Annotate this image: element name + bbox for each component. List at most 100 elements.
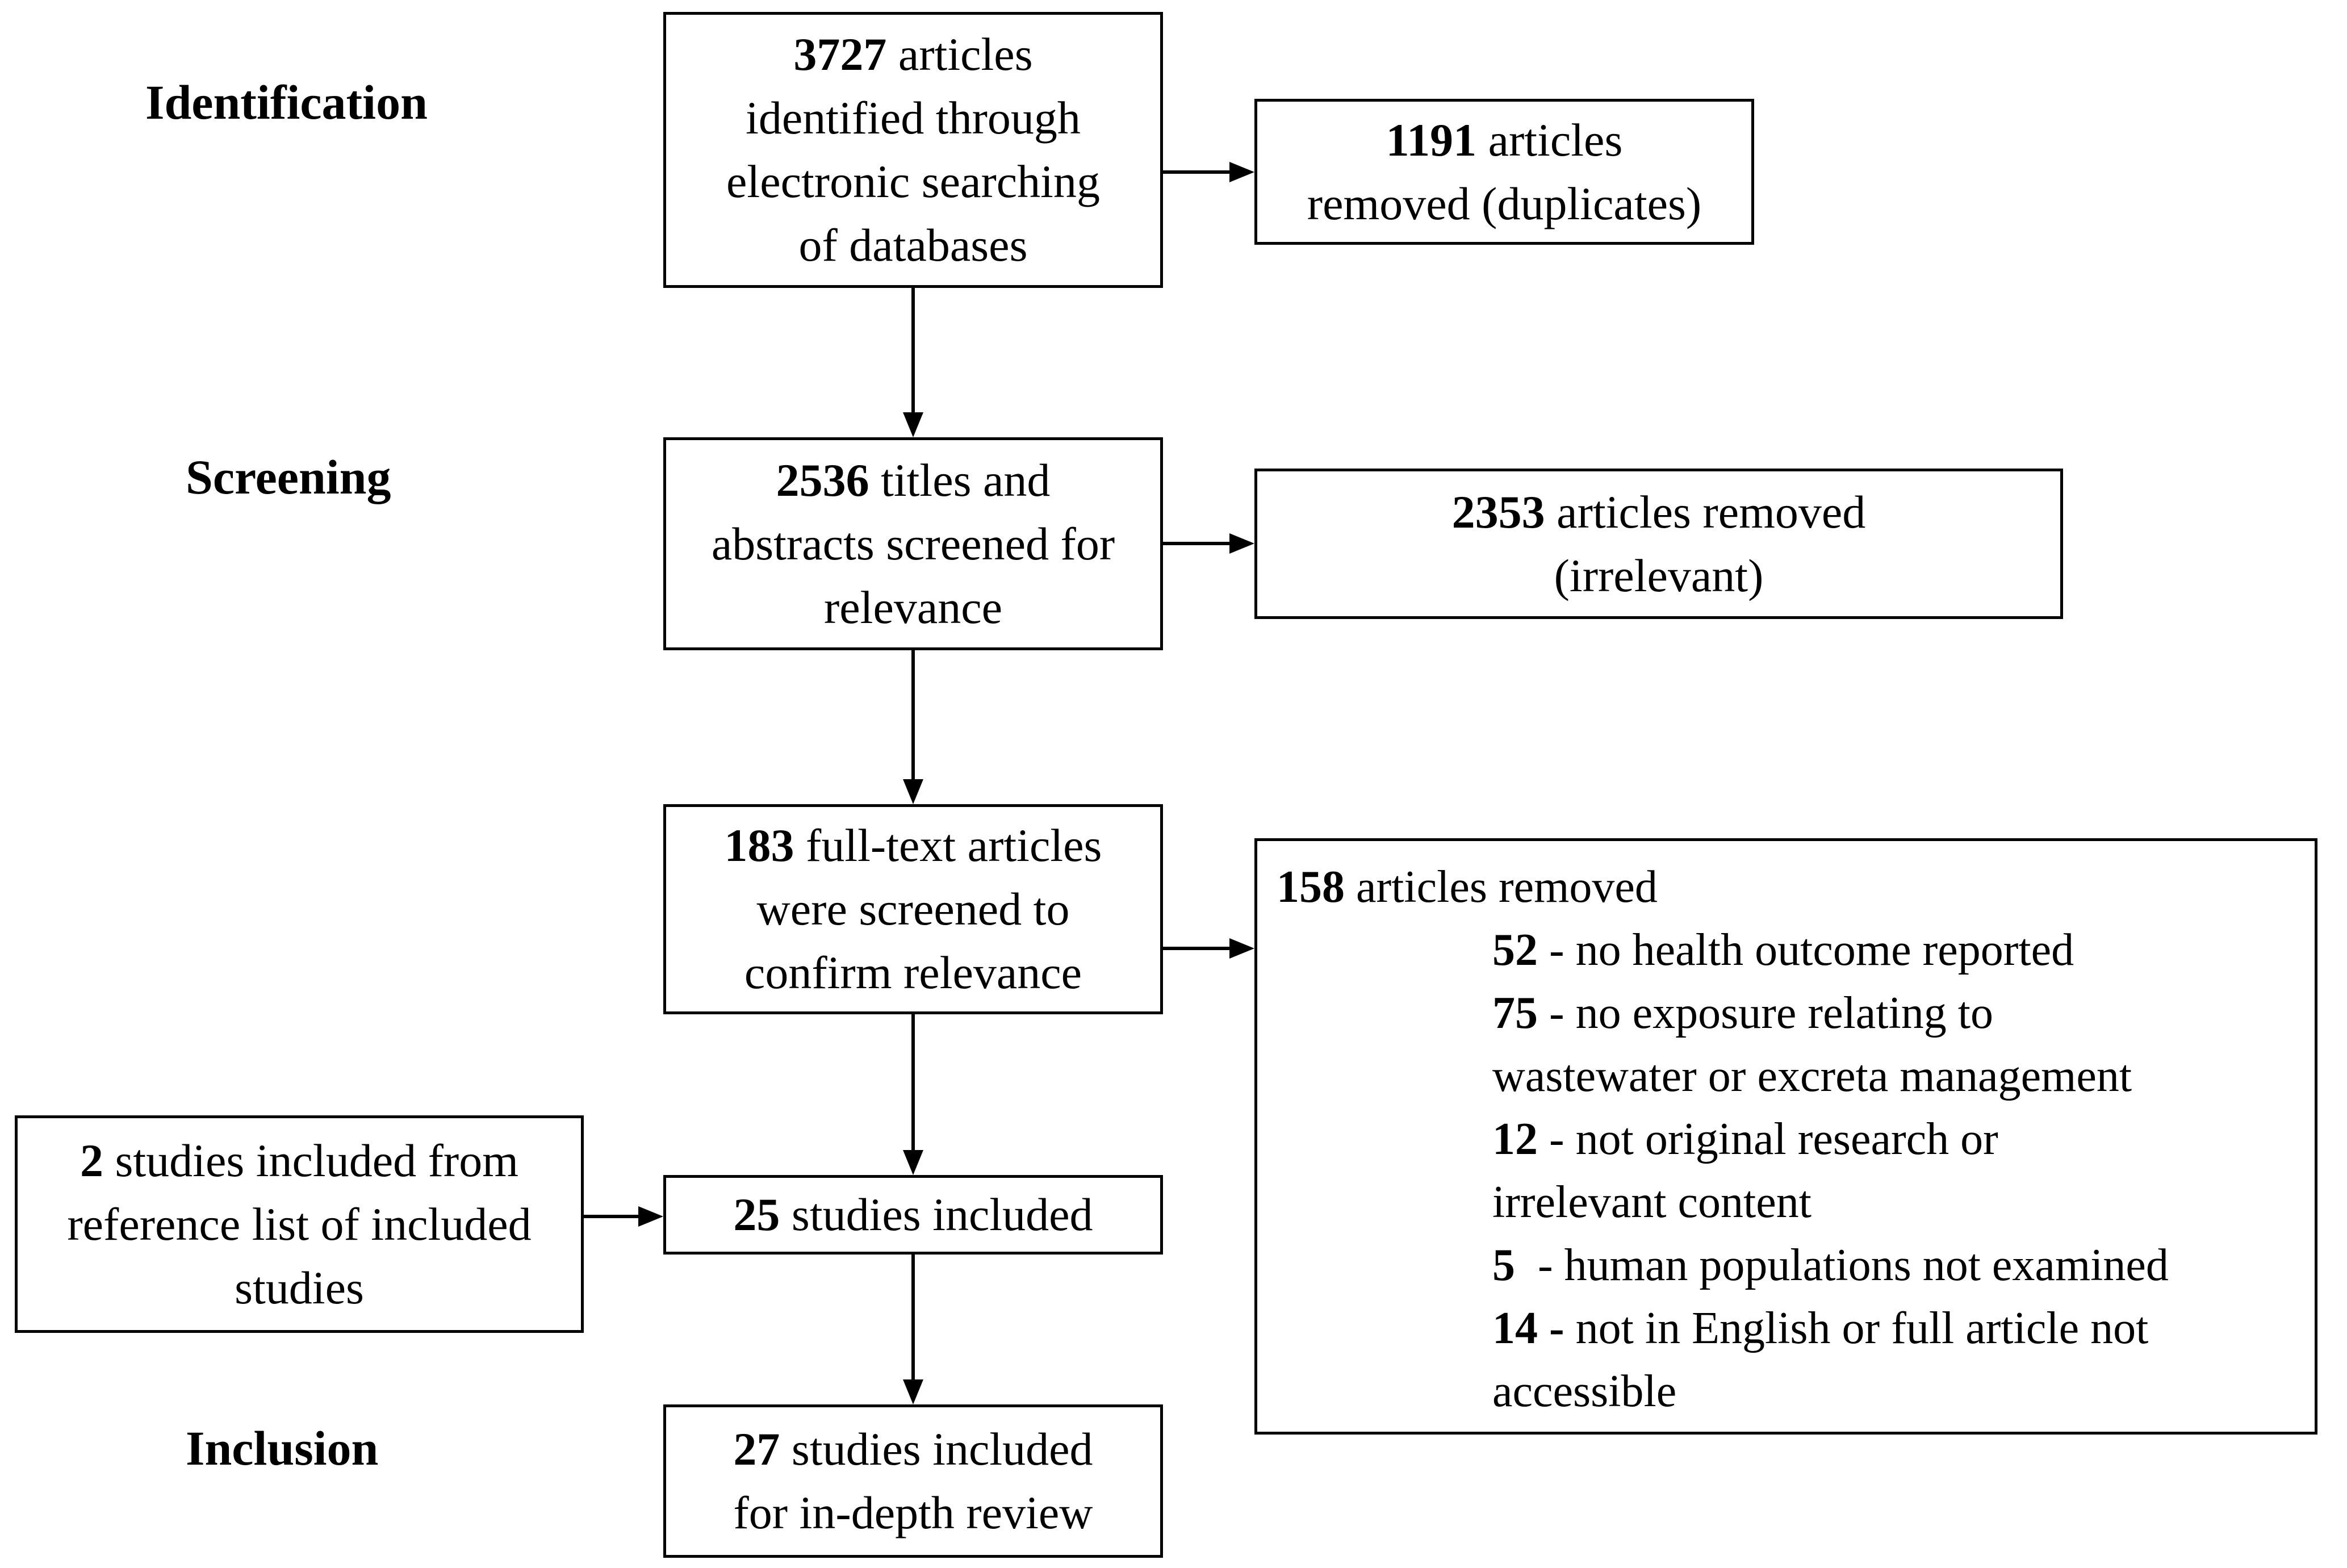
box-line: 2353 articles removed [1452,480,1866,544]
arrow-down-icon [903,779,923,804]
identified-articles-box: 3727 articles identified through electroni… [663,12,1163,288]
box-line: for in-depth review [734,1481,1093,1545]
box-line: reference list of included [67,1193,531,1256]
box-line: 2 studies included from [80,1129,518,1193]
box-count-number: 75 [1492,988,1538,1038]
box-text: articles [886,28,1033,80]
box-count-number: 183 [724,819,794,871]
box-text: studies included [780,1189,1093,1240]
box-line: 14 - not in English or full article not [1277,1297,2148,1360]
box-text: studies [235,1261,364,1314]
arrow-right-icon [1229,533,1254,554]
box-count-number: 2353 [1451,486,1545,538]
arrow-identified-to-duplicates-shaft [1163,170,1229,174]
box-line: 183 full-text articles [725,814,1102,877]
stage-label-inclusion: Inclusion [186,1421,379,1475]
box-line: of databases [799,214,1028,277]
box-text: accessible [1492,1366,1677,1416]
box-line: 25 studies included [733,1183,1093,1247]
box-count-number: 2 [80,1134,103,1186]
box-count-number: 27 [733,1423,780,1475]
box-text: not in English or full article not [1564,1303,2149,1353]
box-line: 12 - not original research or [1277,1108,1998,1171]
box-text: articles removed [1545,486,1866,538]
box-text: wastewater or excreta management [1492,1051,2132,1101]
box-text: studies included from [103,1134,519,1186]
box-line: 2536 titles and [776,449,1051,512]
box-text: titles and [869,454,1051,506]
box-text: relevance [823,581,1003,633]
arrow-right-icon [1229,162,1254,182]
arrow-fulltext-to-included25-shaft [911,1014,915,1150]
box-count-number: 158 [1277,862,1345,912]
arrow-reference-to-included25-shaft [584,1215,638,1218]
box-line: (irrelevant) [1554,544,1764,608]
box-text: - not original research or [1538,1114,1998,1164]
box-line: 5 - human populations not examined [1277,1234,2169,1297]
box-text: studies included [780,1423,1093,1475]
box-line: abstracts screened for [712,512,1115,576]
arrow-identified-to-screened-shaft [911,287,915,413]
box-line: confirm relevance [744,941,1082,1005]
arrow-screened-to-fulltext-shaft [911,650,915,779]
box-count-number: 25 [733,1189,780,1240]
box-count-number: 5 [1492,1240,1515,1290]
stage-label-identification: Identification [145,75,428,129]
box-line: accessible [1277,1360,1676,1423]
box-line: electronic searching [726,150,1100,214]
box-text: abstracts screened for [711,517,1115,570]
box-count-number: 1191 [1386,114,1477,166]
box-line: 75 - no exposure relating to [1277,982,1993,1045]
box-text: of databases [798,219,1028,271]
studies-included-box: 25 studies included [663,1175,1163,1255]
arrow-down-icon [903,1379,923,1404]
box-text: - no health outcome reported [1538,925,2074,975]
box-line: 158 articles removed [1277,856,1658,919]
box-count-number: 52 [1492,925,1538,975]
box-text: (irrelevant) [1554,549,1764,601]
box-text: removed (duplicates) [1307,177,1702,229]
arrow-right-icon [1229,938,1254,959]
arrow-included25-to-included27-shaft [911,1255,915,1379]
box-line: 1191 articles [1386,108,1623,172]
box-text: for in-depth review [733,1487,1093,1538]
arrow-right-icon [638,1206,663,1227]
box-line: irrelevant content [1277,1171,1812,1234]
arrow-fulltext-to-removed-shaft [1163,947,1229,950]
box-line: were screened to [757,877,1070,941]
box-text: identified through [746,92,1081,144]
box-text: electronic searching [726,156,1100,207]
box-text: were screened to [756,883,1070,935]
box-text: - no exposure relating to [1538,988,1993,1038]
box-count-number: 3727 [793,28,887,80]
box-text: irrelevant content [1492,1177,1812,1227]
studies-in-depth-review-box: 27 studies included for in-depth review [663,1404,1163,1558]
box-text: articles removed [1345,862,1658,912]
box-line: 27 studies included [733,1418,1093,1481]
box-text: - human populations not examined [1515,1240,2169,1290]
box-line: studies [235,1256,364,1320]
box-count-number: 12 [1492,1114,1538,1164]
arrow-down-icon [903,412,923,437]
box-count-number: 2536 [776,454,869,506]
fulltext-screened-box: 183 full-text articles were screened to co… [663,804,1163,1014]
box-text: articles [1476,114,1623,166]
box-line: wastewater or excreta management [1277,1045,2132,1108]
box-line: relevance [824,576,1002,639]
irrelevant-removed-box: 2353 articles removed(irrelevant) [1254,469,2063,619]
box-count-number: 14 - [1492,1303,1564,1353]
stage-label-screening: Screening [186,450,391,504]
box-text: reference list of included [67,1198,532,1250]
arrow-screened-to-irrelevant-shaft [1163,542,1229,545]
box-text: full-text articles [794,819,1102,871]
box-line: identified through [746,86,1081,150]
arrow-down-icon [903,1150,923,1175]
box-line: removed (duplicates) [1307,172,1701,236]
box-line: 52 - no health outcome reported [1277,919,2074,982]
box-line: 3727 articles [793,23,1032,86]
